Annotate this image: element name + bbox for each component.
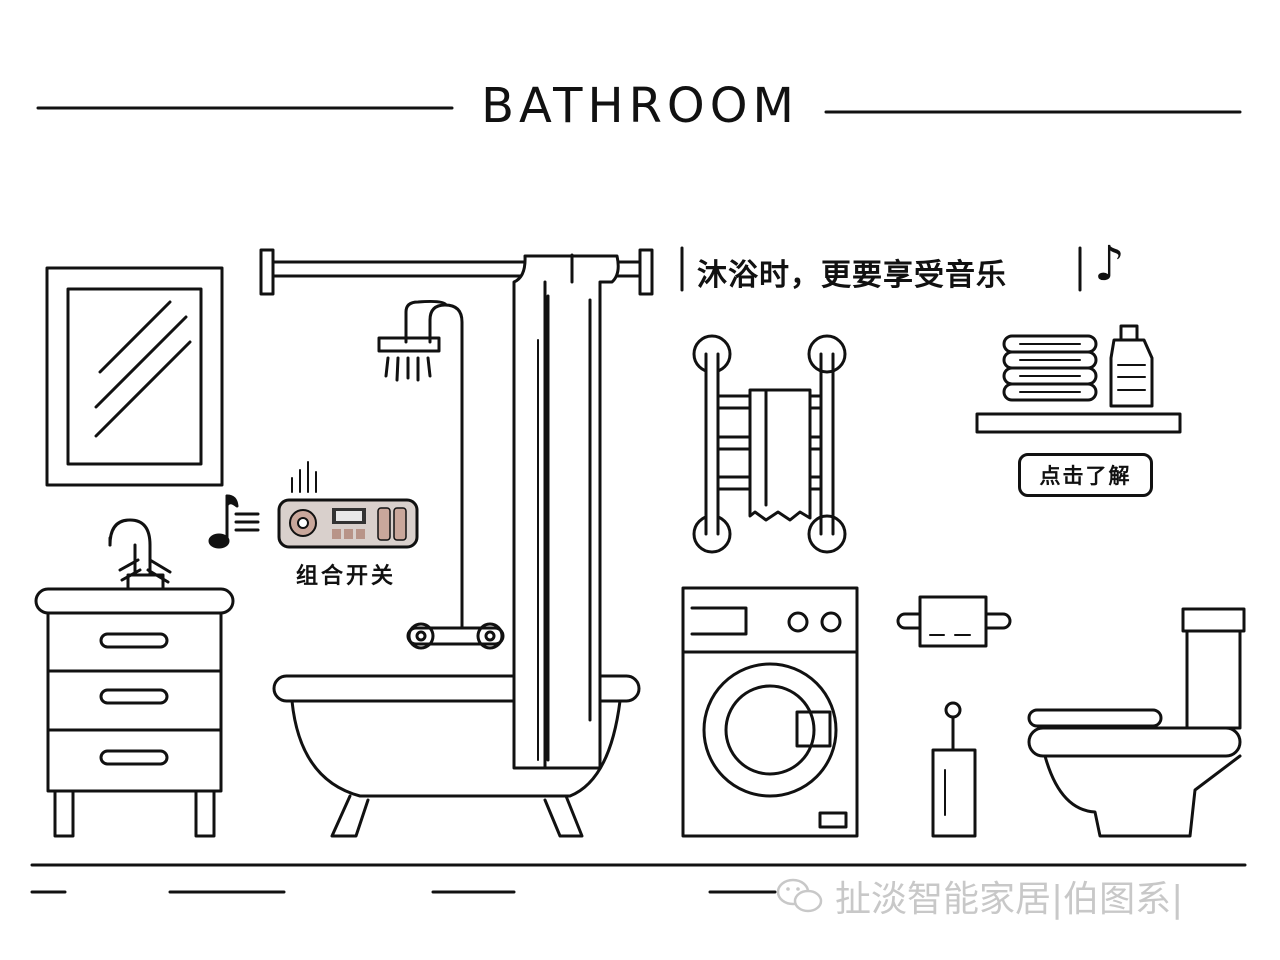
folded-towels-icon: [1002, 334, 1098, 402]
shower-icon: [377, 299, 505, 650]
switch-panel-label: 组合开关: [296, 564, 397, 589]
banner-slogan: 沐浴时，更要享受音乐: [697, 258, 1007, 293]
toilet-icon: [1027, 607, 1246, 838]
music-note-icon: [208, 494, 260, 549]
mirror-icon: [45, 266, 224, 487]
page-title: BATHROOM: [481, 78, 799, 134]
toilet-paper-holder-icon: [896, 595, 1012, 648]
heated-towel-rack-icon: [692, 334, 847, 554]
curtain-rod-icon: [259, 248, 654, 296]
wall-shelf: [975, 412, 1182, 434]
shampoo-bottle-icon: [1109, 324, 1154, 408]
combination-switch-icon: [277, 461, 419, 549]
wechat-icon: [776, 878, 823, 913]
washing-machine-icon: [681, 586, 859, 838]
sink-cabinet-icon: [34, 518, 235, 838]
learn-more-button[interactable]: 点击了解: [1018, 453, 1153, 497]
bathtub-icon: [272, 674, 641, 838]
watermark-text: 扯淡智能家居|伯图系|: [835, 879, 1184, 920]
toilet-brush-icon: [931, 701, 977, 838]
shower-curtain-icon: [512, 253, 620, 770]
watermark: 扯淡智能家居|伯图系|: [775, 870, 1183, 922]
music-note-icon: ♪: [1094, 236, 1125, 292]
